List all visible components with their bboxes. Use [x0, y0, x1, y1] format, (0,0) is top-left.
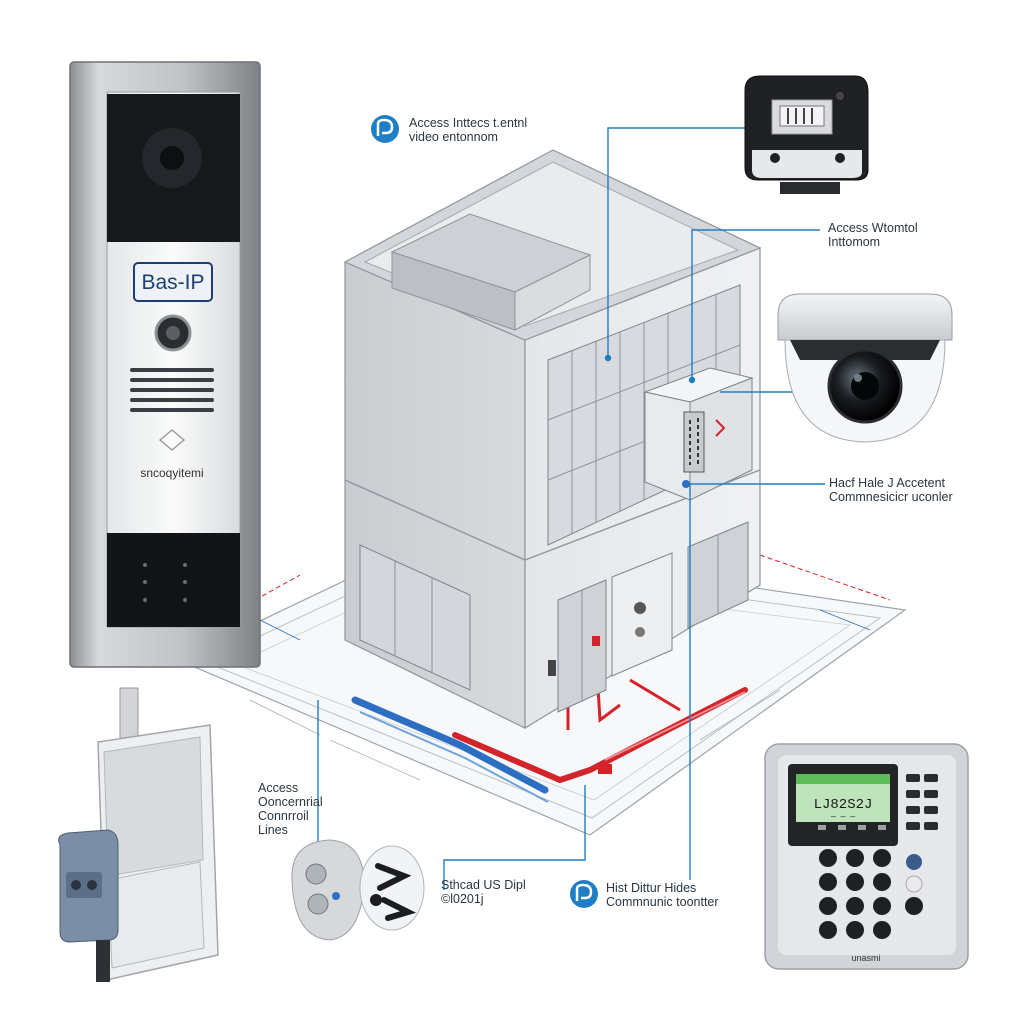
label-video-intercom-line2: video entonnom	[409, 130, 498, 144]
key-fob-device	[291, 839, 425, 941]
cable-runs	[351, 639, 748, 803]
intercom-module-device	[744, 75, 869, 194]
label-communicator-line2: Commnesicicr uconler	[829, 490, 953, 504]
panel-brand-label: Bas-IP	[141, 271, 204, 294]
keypad-brand-label: unasmi	[851, 953, 880, 963]
keypad-buttons	[819, 849, 891, 939]
label-video-intercom-line1: Access Inttecs t.entnl	[409, 116, 528, 130]
label-access-intercom-line1: Access Wtomtol	[828, 221, 918, 235]
label-hist-hides-line2: Commnunic toontter	[606, 895, 719, 909]
panel-speaker-grille-icon	[130, 368, 214, 412]
label-control-lines-line2: Ooncernrial	[258, 795, 323, 809]
building-model	[343, 149, 762, 730]
label-control-lines-line3: Connrroil	[258, 809, 309, 823]
access-keypad-device	[764, 743, 969, 970]
communicator-link-icon	[570, 880, 598, 908]
label-stead-unit: Sthcad US Dipl ©l0201j	[441, 878, 526, 906]
keypad-display-line1: LJ82S2J	[814, 797, 873, 813]
label-hist-hides: Hist Dittur Hides Commnunic toontter	[606, 881, 719, 909]
label-hist-hides-line1: Hist Dittur Hides	[606, 881, 697, 895]
label-control-lines: Access Ooncernrial Connrroil Lines	[258, 781, 323, 837]
label-control-lines-line1: Access	[258, 781, 299, 795]
intercom-door-panel	[69, 61, 261, 668]
label-control-lines-line4: Lines	[258, 823, 288, 837]
access-link-icon	[371, 115, 399, 143]
magnetic-lock-device	[58, 687, 219, 982]
panel-maker-label: sncoqyitemi	[140, 466, 203, 480]
panel-nfc-icon	[158, 429, 186, 451]
label-access-intercom-line2: Inttomom	[828, 235, 881, 249]
label-communicator-line1: Hacf Hale J Accetent	[829, 476, 946, 490]
keypad-display-line2: — — —	[830, 813, 855, 822]
label-video-intercom: Access Inttecs t.entnl video entonnom	[409, 116, 527, 144]
label-stead-unit-line2: ©l0201j	[441, 892, 484, 906]
dome-camera-device	[777, 293, 953, 443]
label-communicator: Hacf Hale J Accetent Commnesicicr uconle…	[829, 476, 953, 504]
label-stead-unit-line1: Sthcad US Dipl	[441, 878, 526, 892]
label-access-intercom: Access Wtomtol Inttomom	[828, 221, 918, 249]
